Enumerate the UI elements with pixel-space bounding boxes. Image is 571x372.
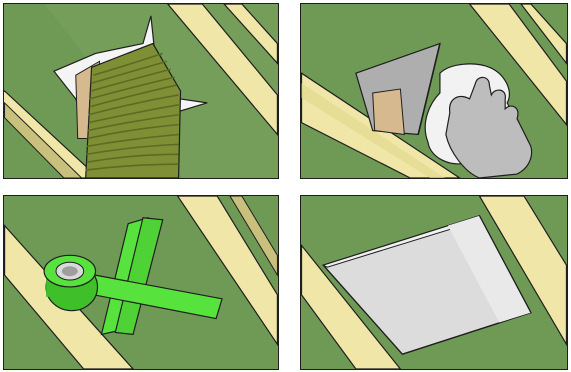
step-4-panel (300, 195, 568, 370)
tape-roll-icon (44, 255, 97, 310)
step-4-illustration (301, 196, 567, 369)
step-3-panel (3, 195, 279, 370)
step-3-illustration (4, 196, 278, 369)
step-1-panel (3, 3, 279, 179)
step-2-illustration (301, 4, 567, 178)
step-2-panel (300, 3, 568, 179)
step-1-illustration (4, 4, 278, 178)
